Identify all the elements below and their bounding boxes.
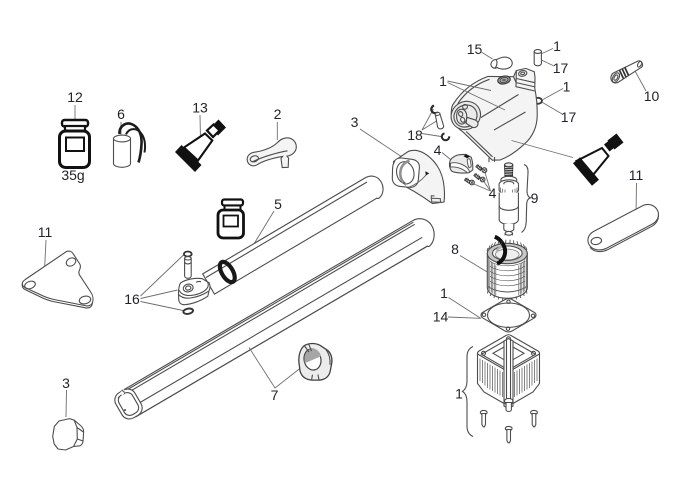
svg-text:3: 3 [351, 114, 359, 130]
svg-text:3: 3 [62, 375, 70, 391]
svg-text:16: 16 [124, 291, 140, 307]
svg-text:14: 14 [433, 309, 449, 325]
svg-text:1: 1 [553, 38, 561, 54]
svg-text:4: 4 [434, 142, 442, 158]
svg-text:18: 18 [407, 127, 423, 143]
svg-text:1: 1 [455, 386, 463, 402]
svg-text:5: 5 [274, 196, 282, 212]
svg-text:8: 8 [451, 241, 459, 257]
svg-text:2: 2 [274, 106, 282, 122]
svg-text:17: 17 [553, 60, 569, 76]
svg-text:9: 9 [531, 190, 539, 206]
svg-text:7: 7 [271, 387, 279, 403]
svg-text:12: 12 [67, 89, 83, 105]
svg-text:6: 6 [117, 106, 125, 122]
svg-text:11: 11 [629, 167, 644, 183]
svg-text:11: 11 [38, 224, 53, 240]
svg-text:1: 1 [563, 79, 571, 95]
svg-text:35g: 35g [61, 167, 84, 183]
svg-text:17: 17 [561, 109, 577, 125]
svg-text:15: 15 [467, 41, 483, 57]
svg-text:10: 10 [644, 88, 660, 104]
svg-text:4: 4 [489, 185, 497, 201]
svg-text:1: 1 [439, 73, 447, 89]
svg-text:13: 13 [192, 100, 208, 116]
svg-text:1: 1 [440, 285, 448, 301]
